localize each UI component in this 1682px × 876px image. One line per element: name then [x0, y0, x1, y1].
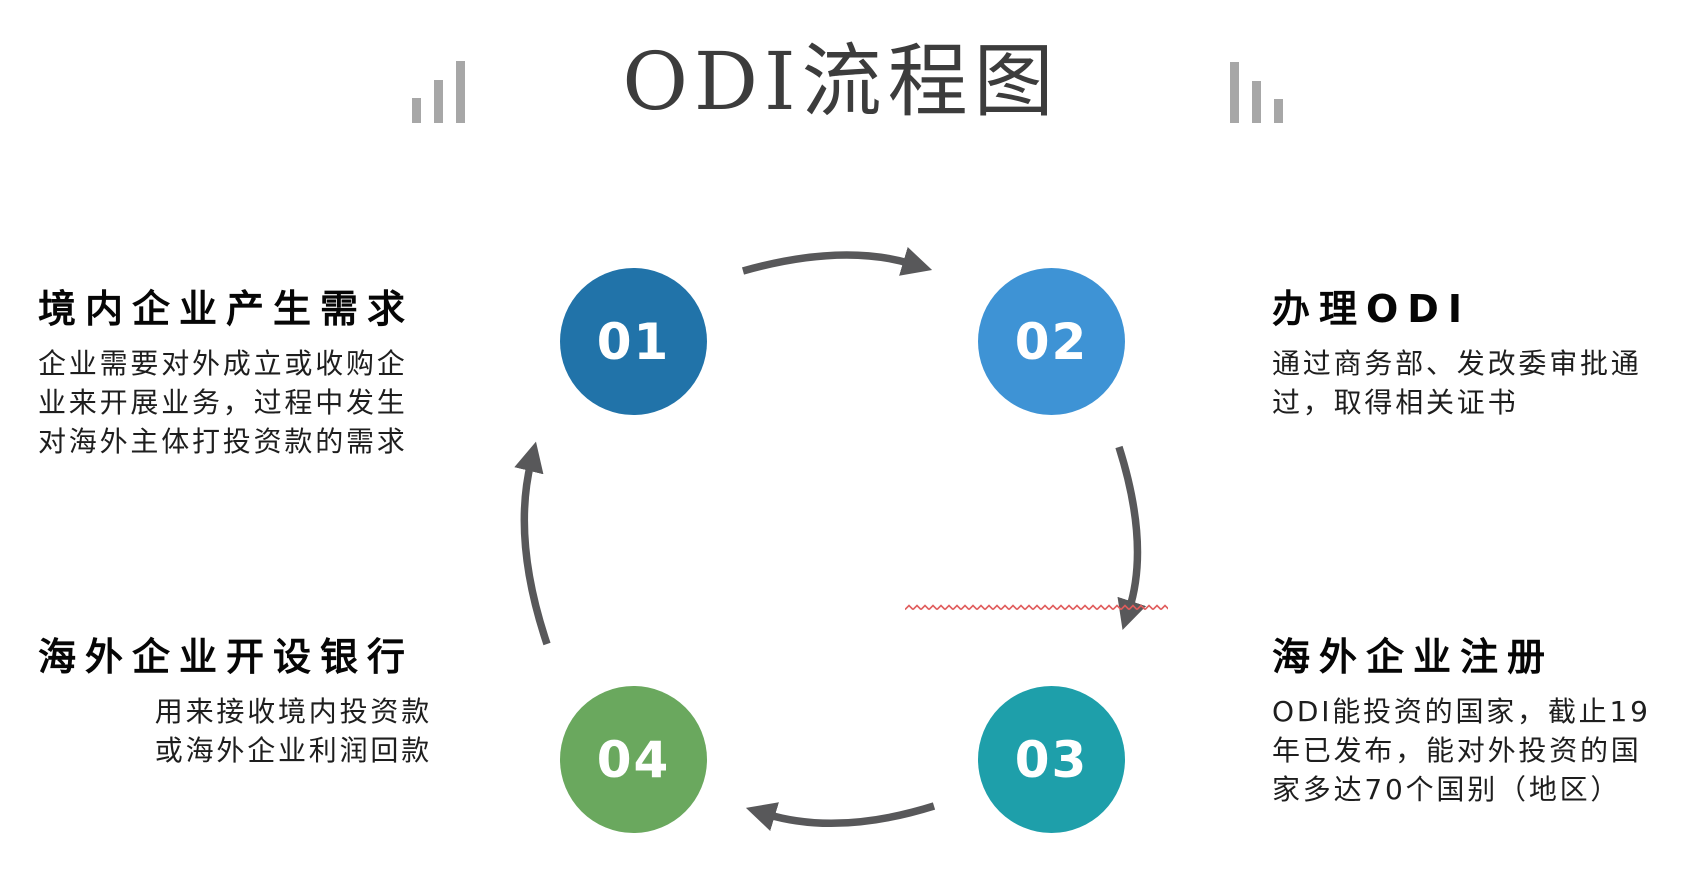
bar [412, 98, 421, 123]
bar [1274, 99, 1283, 123]
step2-desc-line: 过，取得相关证书 [1272, 385, 1519, 419]
step-number-01: 01 [596, 312, 671, 371]
bar-chart-ascending-icon [412, 61, 465, 123]
step-number-04: 04 [596, 730, 671, 789]
step2-description: 通过商务部、发改委审批通 过，取得相关证书 [1272, 344, 1674, 422]
arrow-step2-to-step3-icon [1115, 445, 1147, 630]
arrow-step1-to-step2-icon [741, 247, 933, 276]
red-squiggle-underline [905, 597, 1168, 612]
step4-description: 用来接收境内投资款 或海外企业利润回款 [38, 692, 432, 770]
step3-heading: 海外企业注册 [1272, 635, 1555, 679]
step-circle-01: 01 [560, 268, 707, 415]
step2-text-block: 办理ODI 通过商务部、发改委审批通 过，取得相关证书 [1272, 287, 1674, 422]
step3-desc-line: ODI能投资的国家，截止19 [1272, 694, 1651, 728]
page-title: ODI流程图 [622, 35, 1060, 128]
bar [1230, 62, 1239, 123]
step-circle-04: 04 [560, 686, 707, 833]
step4-text-block: 海外企业开设银行 用来接收境内投资款 或海外企业利润回款 [38, 635, 432, 770]
step-number-02: 02 [1014, 312, 1089, 371]
step2-heading: 办理ODI [1272, 287, 1471, 331]
step1-desc-line: 业来开展业务，过程中发生 [38, 385, 408, 419]
bar [456, 61, 465, 123]
step1-desc-line: 企业需要对外成立或收购企 [38, 346, 408, 380]
step3-desc-line: 家多达70个国别（地区） [1272, 772, 1622, 806]
bar [434, 80, 443, 123]
step3-desc-line: 年已发布，能对外投资的国 [1272, 733, 1642, 767]
bar-chart-descending-icon [1230, 61, 1283, 123]
step2-desc-line: 通过商务部、发改委审批通 [1272, 346, 1642, 380]
step1-desc-line: 对海外主体打投资款的需求 [38, 424, 408, 458]
bar [1252, 81, 1261, 123]
step-number-03: 03 [1014, 730, 1089, 789]
step4-desc-line: 用来接收境内投资款 [154, 694, 432, 728]
step1-heading: 境内企业产生需求 [38, 287, 415, 331]
step-circle-03: 03 [978, 686, 1125, 833]
step4-desc-line: 或海外企业利润回款 [154, 733, 432, 767]
step4-heading: 海外企业开设银行 [38, 635, 415, 679]
arrow-step3-to-step4-icon [745, 802, 936, 831]
arrow-step4-to-step1-icon [514, 441, 551, 646]
step1-description: 企业需要对外成立或收购企 业来开展业务，过程中发生 对海外主体打投资款的需求 [38, 344, 440, 461]
step-circle-02: 02 [978, 268, 1125, 415]
step3-description: ODI能投资的国家，截止19 年已发布，能对外投资的国 家多达70个国别（地区） [1272, 692, 1682, 809]
step1-text-block: 境内企业产生需求 企业需要对外成立或收购企 业来开展业务，过程中发生 对海外主体… [38, 287, 440, 461]
step3-text-block: 海外企业注册 ODI能投资的国家，截止19 年已发布，能对外投资的国 家多达70… [1272, 635, 1682, 809]
